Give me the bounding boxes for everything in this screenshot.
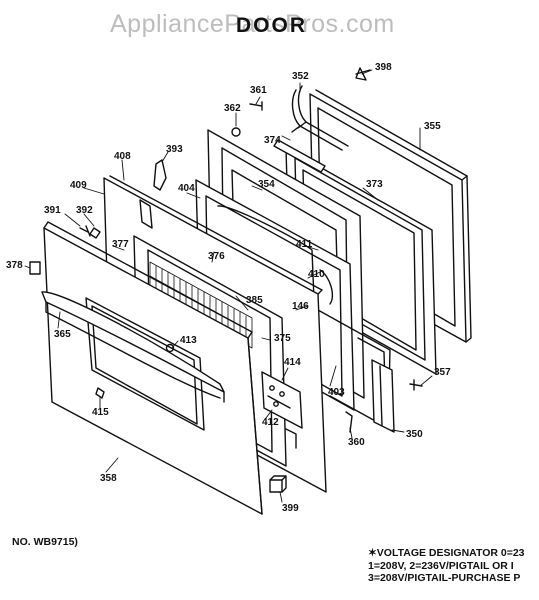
callout-360: 360: [348, 437, 365, 448]
callout-385: 385: [246, 295, 263, 306]
callout-375: 375: [274, 333, 291, 344]
voltage-designator-note: ✶VOLTAGE DESIGNATOR 0=23 1=208V, 2=236V/…: [368, 547, 539, 585]
callout-352: 352: [292, 71, 309, 82]
callout-378: 378: [6, 260, 23, 271]
watermark: AppliancePartsPros.com: [110, 10, 395, 38]
callout-357: 357: [434, 367, 451, 378]
callout-358: 358: [100, 473, 117, 484]
screw-413: [165, 343, 175, 353]
callout-355: 355: [424, 121, 441, 132]
screw-415: [95, 387, 105, 399]
screw-361: [249, 101, 263, 111]
callout-412: 412: [262, 417, 279, 428]
voltage-line-2: 1=208V, 2=236V/PIGTAIL OR I: [368, 559, 514, 572]
part-399: [269, 475, 287, 493]
callout-362: 362: [224, 103, 241, 114]
callout-410: 410: [308, 269, 325, 280]
control-panel-414: [261, 371, 303, 429]
callout-403: 403: [328, 387, 345, 398]
callout-350: 350: [406, 429, 423, 440]
clip-378: [29, 261, 41, 275]
leader-lines: [24, 69, 433, 503]
model-number-note: NO. WB9715): [12, 536, 78, 548]
bracket-393: [153, 159, 167, 191]
callout-398: 398: [375, 62, 392, 73]
callout-415: 415: [92, 407, 109, 418]
callout-413: 413: [180, 335, 197, 346]
callout-374: 374: [264, 135, 281, 146]
voltage-line-1: ✶VOLTAGE DESIGNATOR 0=23: [368, 547, 525, 559]
callout-146: 146: [292, 301, 309, 312]
callout-408: 408: [114, 151, 131, 162]
outer-door-358: [41, 221, 263, 515]
callout-391: 391: [44, 205, 61, 216]
callout-354: 354: [258, 179, 275, 190]
gasket-rail-374: [273, 139, 326, 173]
callout-399: 399: [282, 503, 299, 514]
callout-392: 392: [76, 205, 93, 216]
screw-392: [89, 227, 101, 239]
voltage-line-3: 3=208V/PIGTAIL-PURCHASE P: [368, 572, 521, 584]
callout-409: 409: [70, 180, 87, 191]
callout-377: 377: [112, 239, 129, 250]
callout-393: 393: [166, 144, 183, 155]
callout-411: 411: [296, 239, 313, 250]
screw-391: [79, 225, 91, 237]
screw-357: [409, 379, 423, 391]
washer-362: [231, 127, 241, 137]
callout-373: 373: [366, 179, 383, 190]
callout-365: 365: [54, 329, 71, 340]
callout-376: 376: [208, 251, 225, 262]
side-channel-350: [371, 359, 395, 433]
callout-404: 404: [178, 183, 195, 194]
callout-361: 361: [250, 85, 267, 96]
callout-414: 414: [284, 357, 301, 368]
diagram-title: DOOR: [236, 14, 307, 37]
